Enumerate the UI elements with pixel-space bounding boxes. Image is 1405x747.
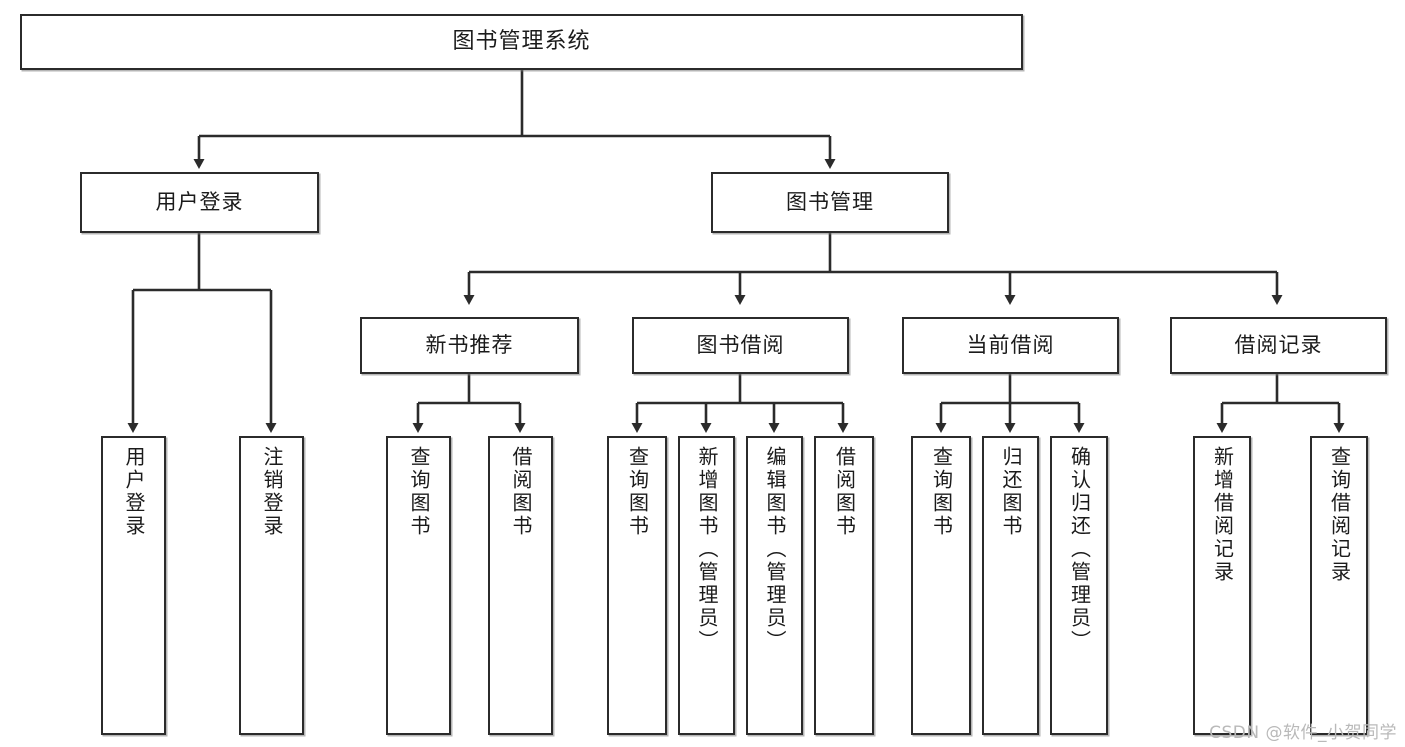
leaf-user-login-signout[interactable]: 注销登录 [239,436,304,735]
node-label: 归还图书 [999,446,1023,538]
node-label: 新书推荐 [425,333,514,358]
leaf-borrow-edit-book-admin[interactable]: 编辑图书（管理员） [746,436,803,735]
leaf-current-return-book[interactable]: 归还图书 [982,436,1039,735]
node-borrow-record[interactable]: 借阅记录 [1170,317,1387,374]
node-label: 查询借阅记录 [1327,446,1352,584]
node-label: 用户登录 [122,446,146,538]
node-label: 编辑图书（管理员） [763,446,787,653]
node-current-borrow[interactable]: 当前借阅 [902,317,1119,374]
node-label: 新增图书（管理员） [695,446,719,653]
node-label: 查询图书 [407,446,431,538]
node-label: 图书借阅 [696,333,785,358]
leaf-user-login-signin[interactable]: 用户登录 [101,436,166,735]
node-label: 注销登录 [260,446,284,538]
leaf-current-query-book[interactable]: 查询图书 [911,436,971,735]
node-label: 用户登录 [155,190,244,215]
node-label: 新增借阅记录 [1210,446,1235,584]
leaf-recommend-borrow-book[interactable]: 借阅图书 [488,436,553,735]
node-label: 查询图书 [929,446,954,538]
node-label: 借阅图书 [832,446,857,538]
leaf-record-query-record[interactable]: 查询借阅记录 [1310,436,1368,735]
node-new-book-recommend[interactable]: 新书推荐 [360,317,579,374]
leaf-borrow-query-book[interactable]: 查询图书 [607,436,667,735]
node-label: 借阅图书 [509,446,533,538]
node-user-login[interactable]: 用户登录 [80,172,319,233]
node-root-system[interactable]: 图书管理系统 [20,14,1023,70]
node-label: 当前借阅 [966,333,1055,358]
node-label: 确认归还（管理员） [1067,446,1092,653]
watermark: CSDN @软件_小贺同学 [1209,723,1397,743]
node-label: 图书管理 [786,190,874,215]
leaf-record-add-record[interactable]: 新增借阅记录 [1193,436,1251,735]
node-label: 借阅记录 [1234,333,1323,358]
node-label: 查询图书 [625,446,650,538]
leaf-current-confirm-return-admin[interactable]: 确认归还（管理员） [1050,436,1108,735]
node-label: 图书管理系统 [452,29,591,55]
leaf-recommend-query-book[interactable]: 查询图书 [386,436,451,735]
node-book-borrow[interactable]: 图书借阅 [632,317,849,374]
leaf-borrow-borrow-book[interactable]: 借阅图书 [814,436,874,735]
node-book-management[interactable]: 图书管理 [711,172,949,233]
leaf-borrow-add-book-admin[interactable]: 新增图书（管理员） [678,436,735,735]
